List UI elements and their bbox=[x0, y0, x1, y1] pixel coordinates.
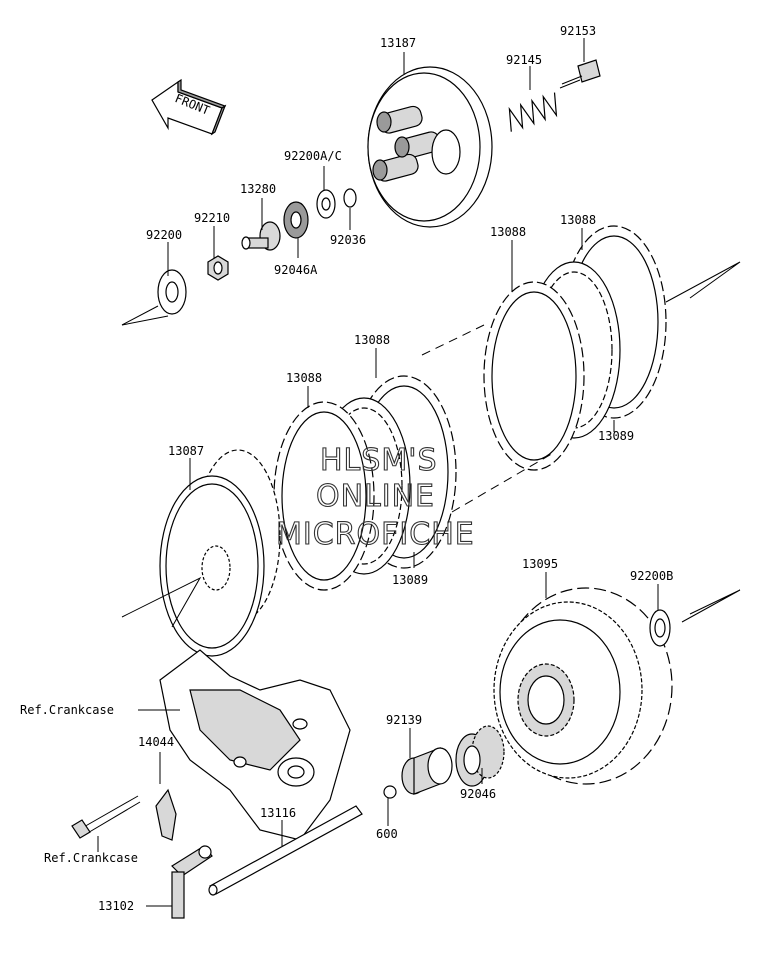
watermark-line1: HLSM'S bbox=[320, 443, 438, 478]
label-13187: 13187 bbox=[380, 36, 416, 50]
label-13102: 13102 bbox=[98, 899, 134, 913]
label-ref-crankcase-bottom: Ref.Crankcase bbox=[44, 851, 138, 865]
push-rod-13116 bbox=[208, 805, 363, 896]
friction-plate-13088-mid-rear bbox=[483, 281, 585, 471]
lever-14044 bbox=[155, 788, 177, 841]
release-shaft-13102 bbox=[171, 845, 213, 919]
label-92046: 92046 bbox=[460, 787, 496, 801]
label-92200b: 92200B bbox=[630, 569, 673, 583]
watermark-line2: ONLINE bbox=[316, 479, 435, 514]
label-13088-mid-front: 13088 bbox=[354, 333, 390, 347]
clutch-housing-13087 bbox=[159, 449, 281, 657]
label-92200: 92200 bbox=[146, 228, 182, 242]
label-92153: 92153 bbox=[560, 24, 596, 38]
label-ref-crankcase-top: Ref.Crankcase bbox=[20, 703, 114, 717]
bolt-92153 bbox=[559, 59, 601, 89]
ball-600 bbox=[383, 785, 397, 799]
label-92200ac: 92200A/C bbox=[284, 149, 342, 163]
circlip-92036 bbox=[343, 188, 357, 208]
clutch-spring-92145 bbox=[508, 92, 558, 132]
label-13280: 13280 bbox=[240, 182, 276, 196]
label-13088-rear: 13088 bbox=[560, 213, 596, 227]
label-13116: 13116 bbox=[260, 806, 296, 820]
label-13087: 13087 bbox=[168, 444, 204, 458]
label-13089-rear: 13089 bbox=[598, 429, 634, 443]
label-92036: 92036 bbox=[330, 233, 366, 247]
clutch-hub-13095 bbox=[493, 587, 673, 785]
front-arrow-icon: FRONT bbox=[151, 78, 227, 136]
label-14044: 14044 bbox=[138, 735, 174, 749]
watermark-line3: MICROFICHE bbox=[276, 517, 475, 552]
label-13089-front: 13089 bbox=[392, 573, 428, 587]
label-13088-front: 13088 bbox=[286, 371, 322, 385]
washer-92200b bbox=[649, 609, 671, 647]
needle-bearing-92046 bbox=[455, 725, 505, 787]
watermark: HLSM'S ONLINE MICROFICHE bbox=[275, 442, 475, 552]
crankcase-cover bbox=[159, 649, 351, 841]
label-92139: 92139 bbox=[386, 713, 422, 727]
label-92145: 92145 bbox=[506, 53, 542, 67]
label-92046a: 92046A bbox=[274, 263, 318, 277]
crankcase-bolt bbox=[71, 795, 141, 839]
label-13088-mid-rear: 13088 bbox=[490, 225, 526, 239]
label-600: 600 bbox=[376, 827, 398, 841]
nut-92210 bbox=[207, 255, 229, 281]
sleeve-92139 bbox=[401, 747, 453, 795]
pressure-plate-13187 bbox=[367, 66, 493, 228]
part-labels: 13187 92153 92145 92200A/C 13280 92210 9… bbox=[20, 24, 673, 913]
label-92210: 92210 bbox=[194, 211, 230, 225]
leader-lines bbox=[97, 38, 659, 907]
friction-plate-13088-front bbox=[273, 401, 375, 591]
pushrod-holder-13280 bbox=[241, 221, 281, 251]
label-13095: 13095 bbox=[522, 557, 558, 571]
washer-92200 bbox=[157, 269, 187, 315]
